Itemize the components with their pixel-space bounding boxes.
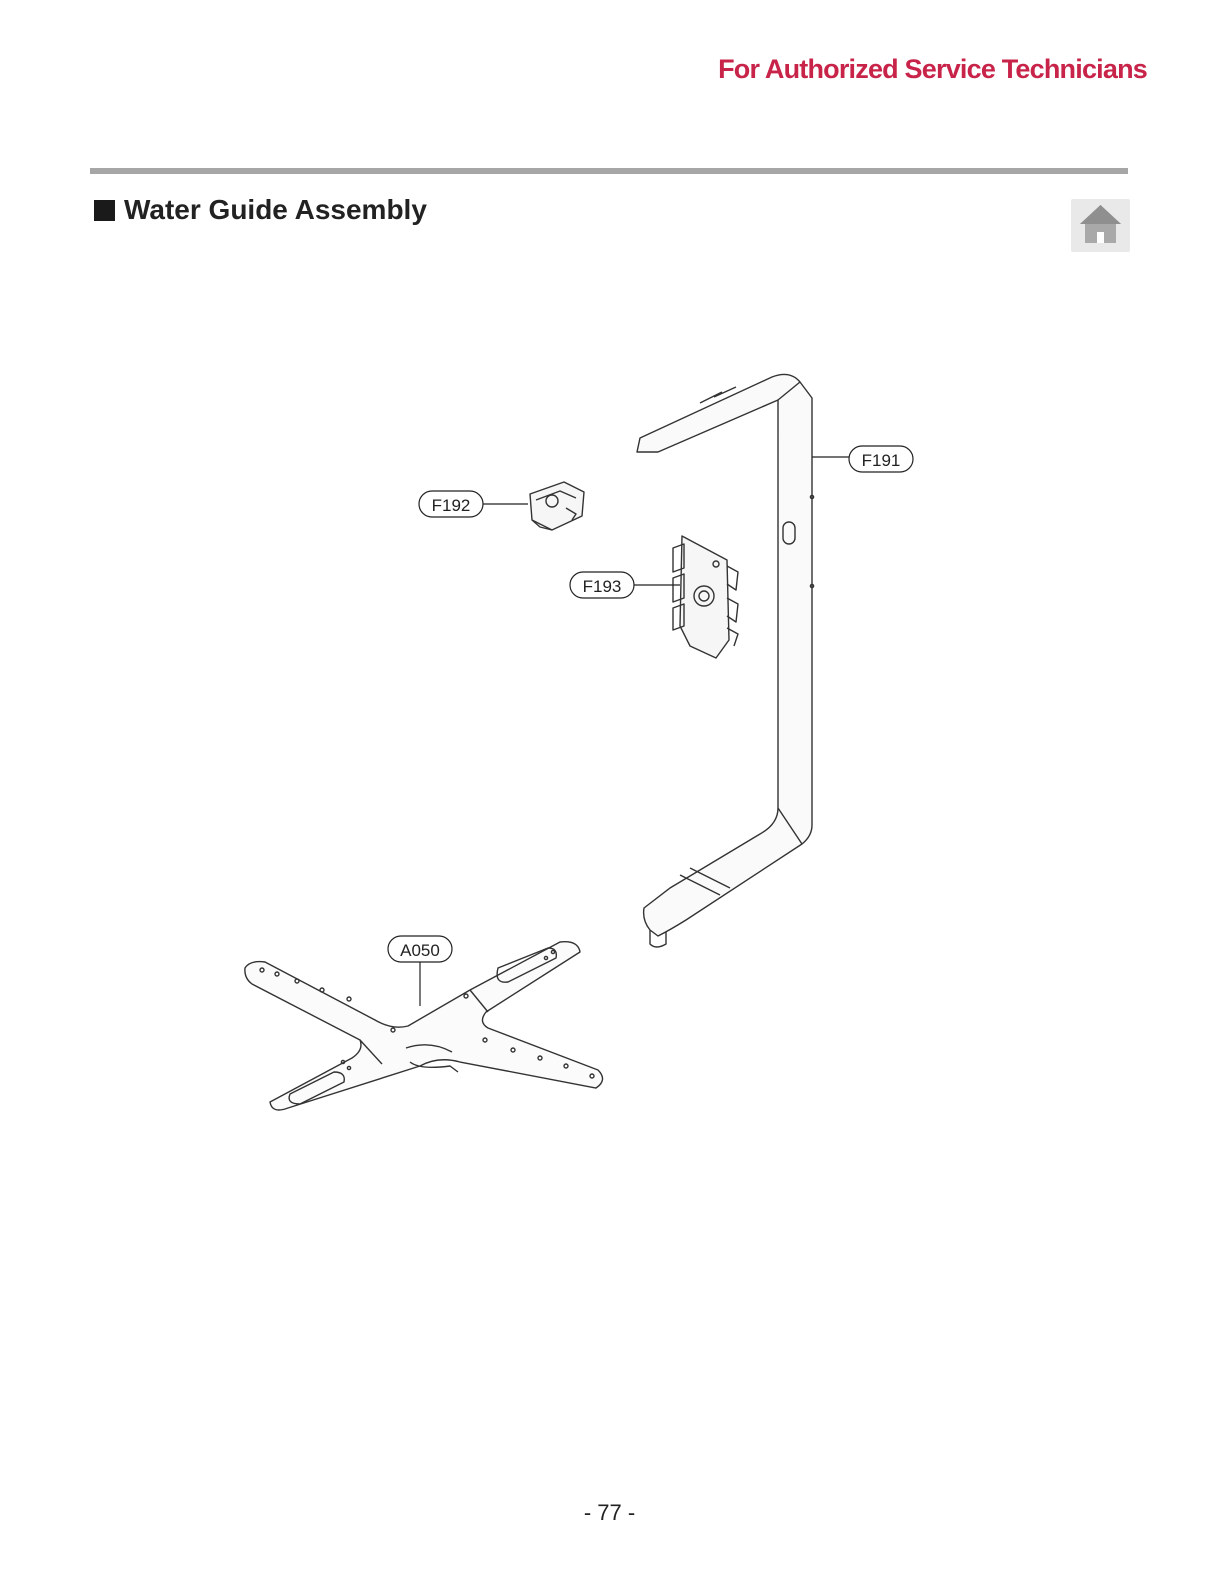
section-title-text: Water Guide Assembly bbox=[124, 194, 427, 225]
bracket-part bbox=[672, 535, 739, 659]
water-guide-pipe bbox=[636, 373, 815, 948]
spray-arm bbox=[244, 941, 604, 1111]
callout-F191: F191 bbox=[848, 445, 914, 473]
home-button[interactable] bbox=[1071, 199, 1130, 252]
valve-part bbox=[529, 481, 585, 531]
service-note: For Authorized Service Technicians bbox=[718, 54, 1148, 84]
callout-label: F193 bbox=[583, 577, 622, 596]
callout-F193: F193 bbox=[569, 571, 635, 599]
page-number: - 77 - bbox=[583, 1500, 636, 1525]
callout-F192: F192 bbox=[418, 490, 484, 518]
callout-label: A050 bbox=[400, 941, 440, 960]
callout-A050: A050 bbox=[387, 935, 453, 963]
square-bullet-icon bbox=[94, 199, 115, 221]
home-icon bbox=[1080, 205, 1121, 243]
callout-label: F191 bbox=[862, 451, 901, 470]
callout-label: F192 bbox=[432, 496, 471, 515]
header-rule bbox=[90, 168, 1128, 174]
section-title: Water Guide Assembly bbox=[94, 194, 427, 226]
